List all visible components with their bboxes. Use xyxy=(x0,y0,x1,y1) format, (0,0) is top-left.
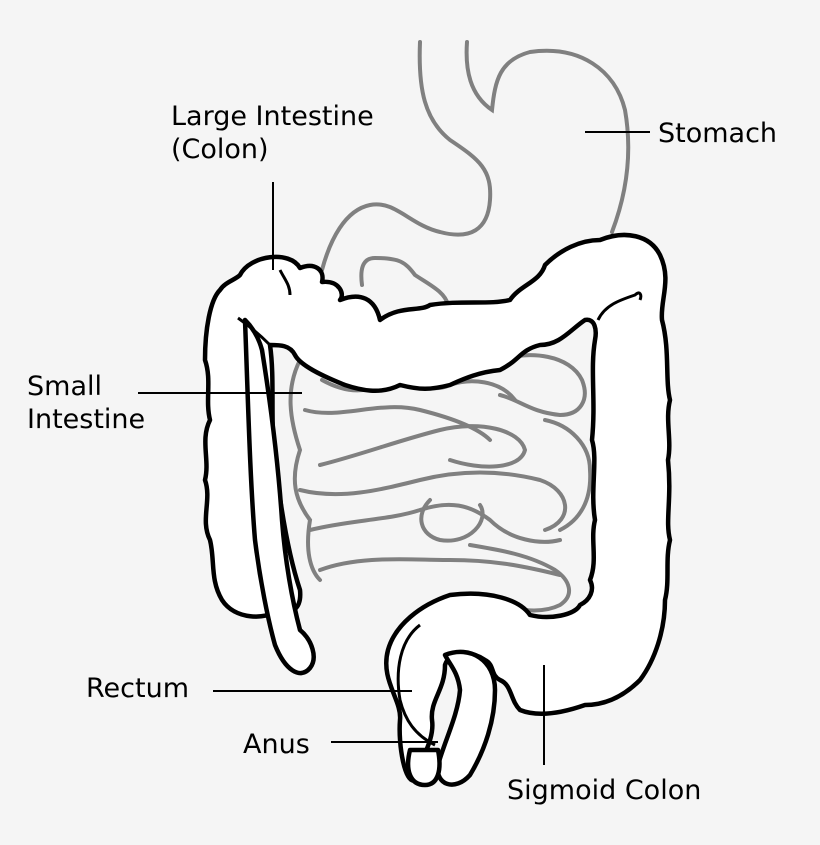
stomach-label: Stomach xyxy=(658,118,777,149)
small-intestine-label: Small xyxy=(27,371,102,402)
small-intestine-label-line2: Intestine xyxy=(27,404,145,435)
large-intestine-label: Large Intestine xyxy=(171,101,374,132)
rectum-inner-line xyxy=(396,623,436,747)
large-intestine-label-line2: (Colon) xyxy=(171,134,269,165)
large-intestine xyxy=(202,232,673,788)
stomach xyxy=(320,40,631,307)
sigmoid-colon-label: Sigmoid Colon xyxy=(507,775,701,806)
rectum-label: Rectum xyxy=(86,673,189,704)
small-intestine xyxy=(288,353,593,613)
anus-label: Anus xyxy=(243,729,310,760)
colon-fold-line xyxy=(237,316,272,347)
leader-lines xyxy=(138,131,650,765)
